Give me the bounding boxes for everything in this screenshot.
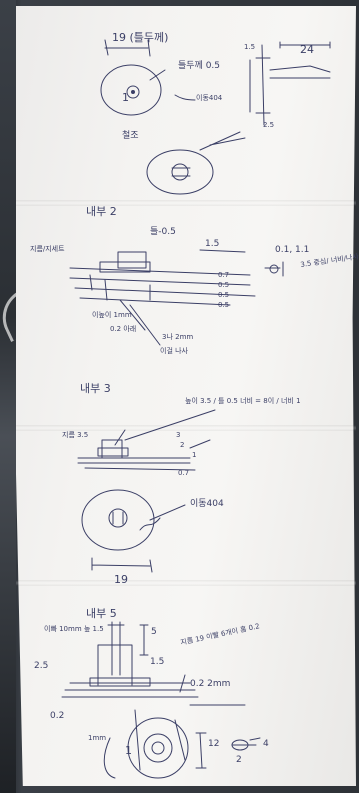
- annot-side-label: 철조: [122, 131, 139, 141]
- annot-s2-bottom-0: 이높이 1mm: [92, 311, 132, 319]
- annot-s3-line-3: 0.7: [178, 469, 190, 477]
- annot-s3-line-0: 3: [176, 431, 181, 439]
- annot-section-3: 내부 3: [80, 382, 111, 395]
- annot-s4-top: 이빠 10mm 높 1.5: [44, 625, 104, 633]
- annot-dim-25: 2.5: [263, 121, 275, 129]
- annot-s3-line-1: 2: [180, 441, 185, 449]
- annot-dim-19b: 19: [114, 573, 128, 586]
- sketch-1-gear-top: [100, 39, 196, 116]
- annot-top-dim-19: 19 (틀두께): [112, 31, 169, 44]
- annot-s4-15: 1.5: [150, 657, 165, 667]
- annot-s2-line-3: 0.5: [218, 301, 230, 309]
- annot-section-2: 내부 2: [86, 205, 117, 218]
- annot-section-4: 내부 5: [86, 607, 117, 620]
- paper-fold-1: [16, 200, 356, 206]
- annot-s4-2mm: 0.2 2mm: [190, 679, 231, 689]
- annot-s2-bottom-2: 3나 2mm: [162, 333, 194, 341]
- annot-s2-line-1: 0.5: [218, 281, 230, 289]
- annot-s4-02: 0.2: [50, 711, 65, 721]
- annot-s3-note: 높이 3.5 / 틀 0.5 너비 = 8이 / 너비 1: [185, 397, 301, 405]
- sketch-7-axle-base: [61, 621, 246, 706]
- annot-s2-05: 틀-0.5: [150, 227, 176, 237]
- annot-one-a: 1: [122, 91, 129, 104]
- annot-s4-bottom-d: 4: [263, 739, 269, 749]
- annot-magnet: 이동404: [196, 94, 223, 102]
- annot-dim-24: 24: [300, 43, 314, 56]
- sketch-3-small-gear: [146, 131, 246, 195]
- sketch-6-gear-middle: [81, 489, 186, 573]
- annot-s2-right: 0.1, 1.1: [275, 245, 310, 255]
- annot-s3-magnet: 이동404: [190, 499, 224, 509]
- sketch-8-bottom-circle: [103, 709, 261, 779]
- annot-s3-left: 지름 3.5: [62, 431, 89, 439]
- annot-s4-bottom-1: 1: [125, 744, 132, 757]
- annot-s4-bottom-2: 2: [236, 755, 242, 765]
- sketch-4-layers: [69, 249, 284, 346]
- desk-edge: [0, 0, 16, 793]
- annot-thickness-05: 틀두께 0.5: [178, 61, 221, 71]
- annot-s2-line-0: 0.7: [218, 271, 230, 279]
- annot-s2-bottom-1: 0.2 아래: [110, 325, 137, 333]
- paper-fold-3: [16, 580, 356, 586]
- annot-s4-bottom-a: 1mm: [88, 734, 107, 742]
- annot-s4-5: 5: [151, 627, 157, 637]
- annot-s4-25: 2.5: [34, 661, 49, 671]
- annot-s2-15: 1.5: [205, 239, 220, 249]
- annot-dim-15: 1.5: [244, 43, 256, 51]
- annot-s3-line-2: 1: [192, 451, 197, 459]
- annot-s2-bottom-3: 이걸 나사: [160, 347, 188, 355]
- annot-s2-line-2: 0.5: [218, 291, 230, 299]
- annot-s2-guide: 지름/지세트: [30, 245, 65, 253]
- paper-sheet: [16, 6, 356, 786]
- paper-fold-2: [16, 425, 356, 431]
- sketch-2-side-axle: [249, 41, 331, 126]
- sketch-5-layers-b: [77, 409, 216, 471]
- annot-s4-bottom-12: 12: [208, 739, 220, 749]
